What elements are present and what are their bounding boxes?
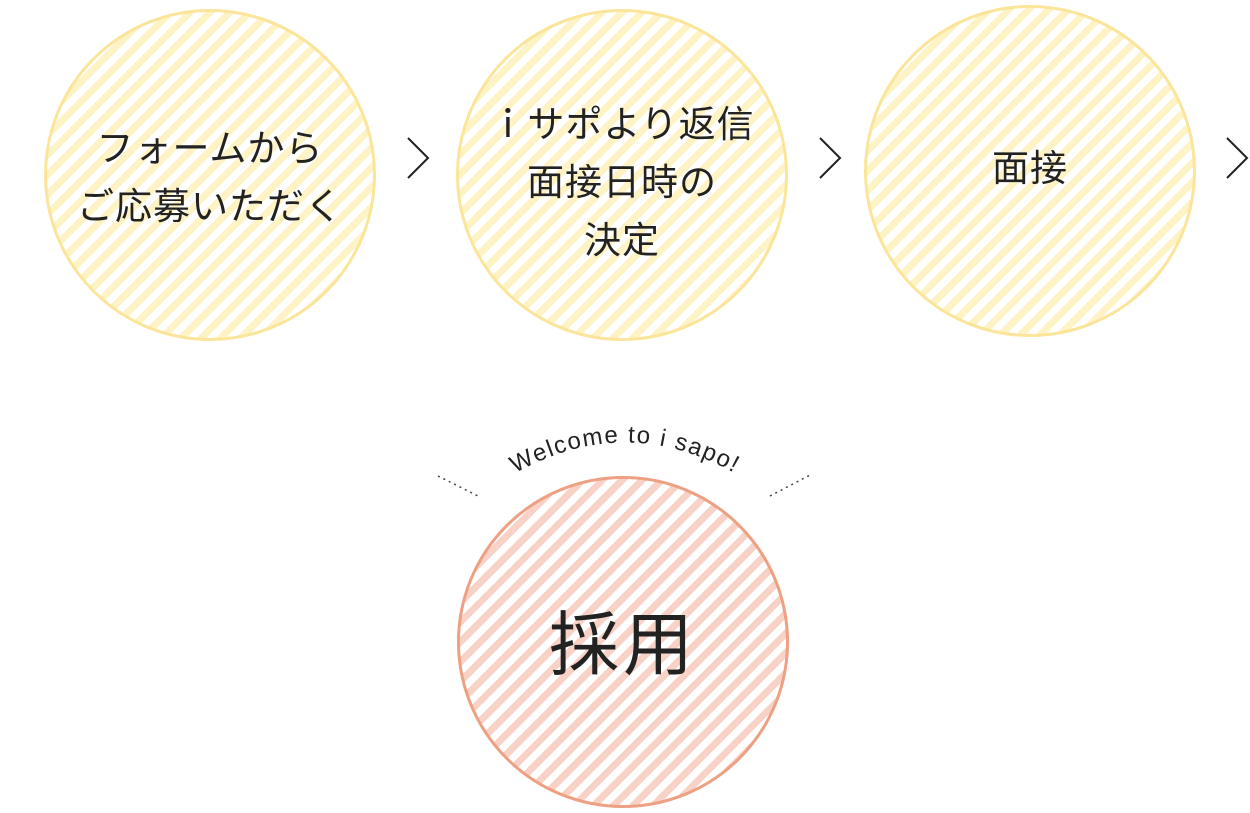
chevron-right-icon [1226,137,1249,179]
step-circle-interview: 面接 [864,5,1196,337]
step-text: 採用 [549,605,697,685]
step-line: 面接 [992,147,1068,190]
step-text: フォームから ご応募いただく [77,120,343,236]
step-circle-hired: 採用 [457,476,789,808]
chevron-right-icon [407,137,430,179]
welcome-banner: Welcome to i sapo! [437,421,813,497]
step-circle-reply: ｉサポより返信 面接日時の 決定 [456,9,788,341]
chevron-right-icon [819,137,842,179]
dotted-line-left [437,475,479,497]
step-line: ｉサポより返信 [489,103,755,146]
step-line: 面接日時の [526,161,717,204]
step-text: ｉサポより返信 面接日時の 決定 [489,96,754,270]
step-text: 面接 [992,140,1068,198]
step-line: 決定 [583,219,660,262]
welcome-text: Welcome to i sapo! [506,421,745,478]
dotted-line-right [769,473,813,497]
step-line: ご応募いただく [77,185,343,228]
step-circle-application: フォームから ご応募いただく [44,9,376,341]
step-line: フォームから [96,127,324,170]
step-line: 採用 [549,604,697,686]
